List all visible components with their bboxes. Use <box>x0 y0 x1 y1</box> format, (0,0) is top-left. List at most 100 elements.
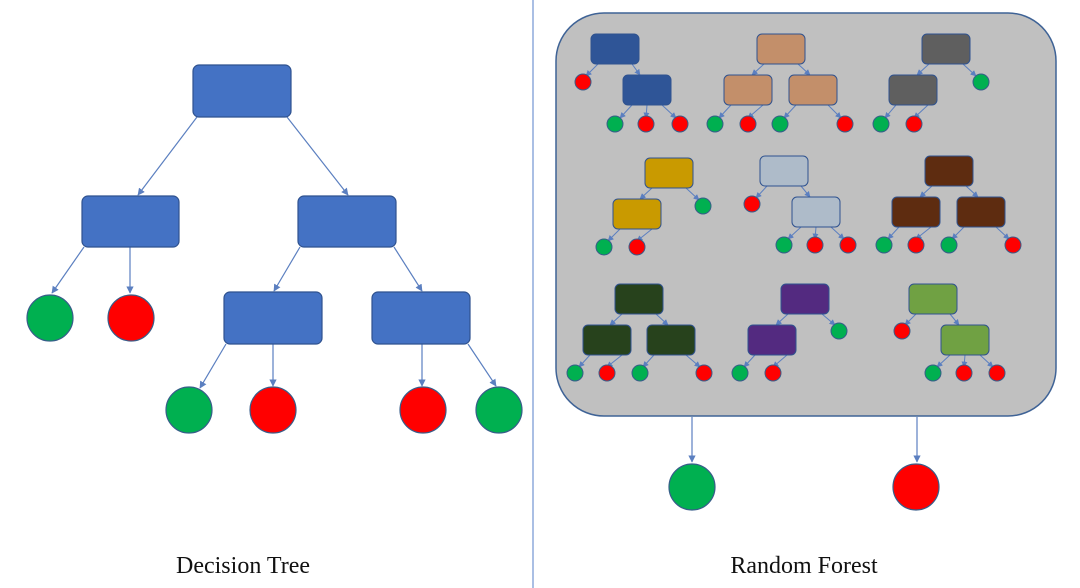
mini-tree-node <box>780 283 830 315</box>
mini-tree-edge <box>783 104 797 119</box>
mini-tree-edge <box>949 313 960 326</box>
random-forest-caption: Random Forest <box>730 553 878 579</box>
mini-tree-edge <box>936 354 951 368</box>
mini-leaf-green <box>731 364 749 382</box>
mini-tree-edge <box>609 313 623 326</box>
mini-leaf-green <box>940 236 958 254</box>
decision-tree-caption: Decision Tree <box>176 553 310 579</box>
node-right-left <box>223 291 323 345</box>
mini-tree-node <box>723 74 773 106</box>
mini-tree-edge <box>639 187 653 200</box>
mini-tree-edge <box>642 354 655 368</box>
node-left <box>81 195 180 248</box>
mini-tree-edge <box>887 226 900 240</box>
tree-edge-1 <box>137 116 198 196</box>
mini-tree-edge <box>965 185 979 198</box>
mini-tree-edge <box>655 313 669 326</box>
mini-leaf-green <box>872 115 890 133</box>
mini-tree-edge <box>800 185 811 198</box>
tree-navy <box>574 33 689 133</box>
mini-tree-node <box>908 283 958 315</box>
mini-leaf-red <box>806 236 824 254</box>
mini-tree-edge <box>821 313 836 326</box>
tree-edge-2 <box>286 116 349 196</box>
mini-tree-node <box>924 155 974 187</box>
mini-leaf-red <box>628 238 646 256</box>
mini-tree-edge <box>884 104 897 119</box>
mini-tree-edge <box>916 63 930 76</box>
mini-tree-node <box>940 324 990 356</box>
mini-leaf-red <box>574 73 592 91</box>
node-right <box>297 195 397 248</box>
mini-tree-edge <box>619 104 633 119</box>
mini-leaf-red <box>764 364 782 382</box>
mini-leaf-green <box>631 364 649 382</box>
mini-tree-node <box>956 196 1006 228</box>
mini-tree-node <box>622 74 672 106</box>
tree-lightblue <box>743 155 857 254</box>
mini-tree-node <box>747 324 797 356</box>
mini-leaf-red <box>1004 236 1022 254</box>
mini-leaf-red <box>743 195 761 213</box>
mini-tree-edge <box>951 226 965 240</box>
mini-tree-edge <box>685 354 701 368</box>
tree-purple <box>731 283 848 382</box>
mini-leaf-green <box>706 115 724 133</box>
mini-leaf-red <box>836 115 854 133</box>
tree-gold <box>595 157 712 256</box>
mini-tree-node <box>614 283 664 315</box>
mini-tree-node <box>921 33 971 65</box>
random-forest <box>555 12 1057 511</box>
mini-tree-node <box>582 324 632 356</box>
mini-tree-edge <box>661 104 677 119</box>
mini-tree-edge <box>995 226 1010 240</box>
mini-tree-edge <box>585 63 599 77</box>
mini-tree-edge <box>787 226 802 240</box>
mini-leaf-red <box>695 364 713 382</box>
mini-leaf-red <box>671 115 689 133</box>
mini-tree-edge <box>830 226 845 240</box>
mini-tree-edge <box>827 104 842 119</box>
mini-leaf-red <box>839 236 857 254</box>
mini-leaf-green <box>875 236 893 254</box>
tree-brown <box>875 155 1022 254</box>
mini-tree-edge <box>578 354 591 368</box>
mini-leaf-green <box>972 73 990 91</box>
mini-tree-edge <box>775 313 789 326</box>
mini-tree-edge <box>751 63 765 76</box>
mini-leaf-red <box>739 115 757 133</box>
leaf-green <box>165 386 213 434</box>
leaf-red <box>249 386 297 434</box>
mini-tree-edge <box>919 185 933 198</box>
tree-gray <box>872 33 990 133</box>
tree-darkgreen <box>566 283 713 382</box>
forest-output-green <box>668 463 716 511</box>
tree-olive <box>893 283 1006 382</box>
leaf-green <box>26 294 74 342</box>
mini-tree-node <box>612 198 662 230</box>
mini-tree-edge <box>755 185 768 199</box>
mini-tree-edge <box>718 104 732 119</box>
tree-edge-5 <box>273 246 301 292</box>
mini-tree-node <box>644 157 694 189</box>
forest-output-red <box>892 463 940 511</box>
mini-tree-node <box>646 324 696 356</box>
mini-tree-node <box>791 196 841 228</box>
mini-tree-node <box>756 33 806 65</box>
tree-edge-3 <box>51 246 85 294</box>
mini-tree-edge <box>607 228 621 242</box>
tree-tan <box>706 33 854 133</box>
mini-leaf-green <box>775 236 793 254</box>
mini-tree-edge <box>631 63 641 76</box>
mini-leaf-green <box>566 364 584 382</box>
mini-leaf-green <box>830 322 848 340</box>
leaf-green <box>475 386 523 434</box>
mini-leaf-green <box>771 115 789 133</box>
mini-tree-edge <box>747 104 764 119</box>
mini-leaf-red <box>893 322 911 340</box>
mini-tree-edge <box>685 187 700 201</box>
mini-tree-node <box>759 155 809 187</box>
mini-leaf-red <box>955 364 973 382</box>
leaf-red <box>399 386 447 434</box>
